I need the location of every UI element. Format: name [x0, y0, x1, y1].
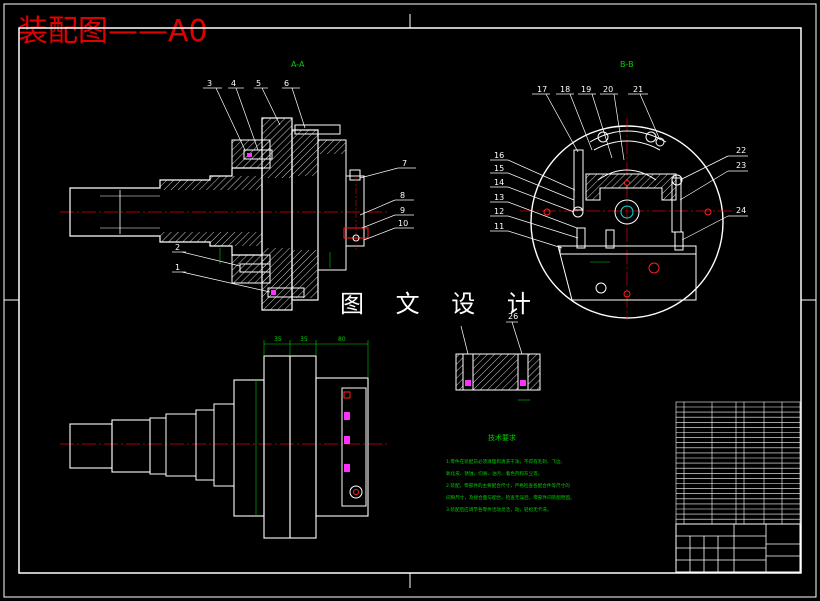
balloon-leaders-b: [490, 93, 748, 249]
balloon-7: 7: [402, 159, 407, 168]
tech-req-line-1: 1.零件在装配前必须清理和清洗干净，不得有毛刺、飞边、: [446, 458, 565, 465]
dimension-35b: 35: [300, 336, 308, 343]
balloon-23: 23: [736, 161, 746, 170]
section-a-a-view: [60, 117, 390, 311]
balloon-9: 9: [400, 206, 405, 215]
balloon-24: 24: [736, 206, 746, 215]
tech-req-line-4: 间隙尺寸，及接合面与配合，检查无误后，零部件间装配稳固。: [446, 494, 575, 501]
balloon-labels-a: 3 4 5 6 7 8 9 10 2 1: [175, 79, 408, 272]
dimension-80: 80: [338, 336, 346, 343]
dimension-35a: 35: [274, 336, 282, 343]
parts-list-table: [675, 401, 801, 525]
balloon-leaders-a: [172, 87, 416, 293]
balloon-12: 12: [494, 207, 504, 216]
section-label-a-a: A-A: [291, 60, 305, 69]
tech-req-heading: 技术要求: [488, 433, 516, 442]
balloon-6: 6: [284, 79, 289, 88]
tech-req-line-2: 氧化皮、锈蚀、切屑、油污、着色剂和灰尘等。: [446, 470, 542, 477]
balloon-20: 20: [603, 85, 613, 94]
balloon-2: 2: [175, 243, 180, 252]
balloon-labels-b: 17 18 19 20 21 22 23 24 16 15 14 13 12 1…: [494, 85, 746, 231]
technical-requirements: 技术要求 1.零件在装配前必须清理和清洗干净，不得有毛刺、飞边、 氧化皮、锈蚀、…: [446, 433, 575, 513]
balloon-19: 19: [581, 85, 591, 94]
balloon-21: 21: [633, 85, 643, 94]
tech-req-line-3: 2.装配，零部件的主要配合尺寸，严格检查各配合件等尺寸的: [446, 482, 570, 489]
balloon-16: 16: [494, 151, 504, 160]
tech-req-line-5: 3.装配后应调节各零件活动灵活，动，轻松无卡滞。: [446, 506, 551, 513]
balloon-10: 10: [398, 219, 408, 228]
balloon-4: 4: [231, 79, 236, 88]
plan-view: [60, 340, 390, 539]
balloon-8: 8: [400, 191, 405, 200]
sheet-border: [3, 3, 817, 598]
balloon-26: 26: [508, 312, 518, 321]
balloon-3: 3: [207, 79, 212, 88]
section-label-b-b: B-B: [620, 60, 634, 69]
balloon-1: 1: [175, 263, 180, 272]
balloon-11: 11: [494, 222, 504, 231]
balloon-22: 22: [736, 146, 746, 155]
balloon-17: 17: [537, 85, 547, 94]
balloon-5: 5: [256, 79, 261, 88]
title-block: [675, 523, 801, 573]
balloon-18: 18: [560, 85, 570, 94]
balloon-13: 13: [494, 193, 504, 202]
balloon-14: 14: [494, 178, 504, 187]
balloon-15: 15: [494, 164, 504, 173]
section-b-b-view: [520, 118, 735, 320]
drawing-title: 装配图——A0: [18, 14, 208, 49]
detail-view-26: [455, 321, 541, 401]
watermark-text: 图 文 设 计: [340, 290, 543, 318]
